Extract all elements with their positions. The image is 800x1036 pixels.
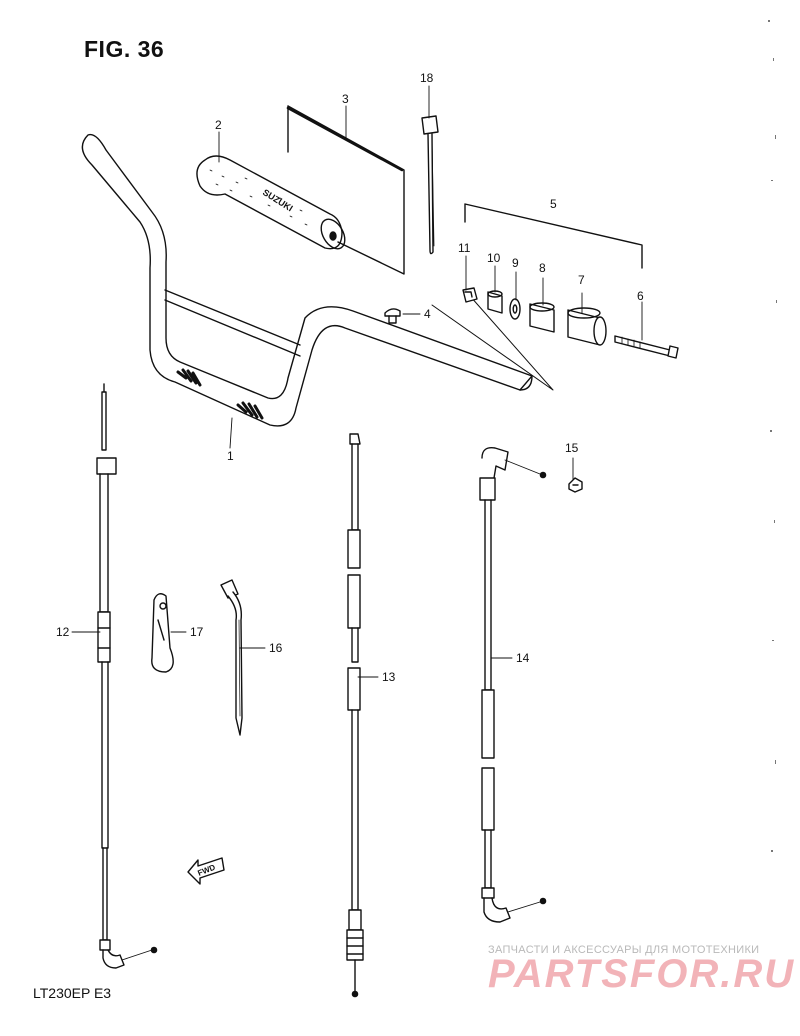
callout-16: 16: [269, 641, 283, 655]
callout-1: 1: [227, 449, 234, 463]
callout-5: 5: [550, 197, 557, 211]
spanner-16: [220, 579, 243, 736]
fwd-arrow: [187, 857, 225, 885]
handlebar-knurl-left: [176, 368, 202, 387]
handlebar-knurl-right: [236, 401, 264, 420]
callout-11: 11: [458, 241, 471, 255]
cushion-8: [529, 302, 555, 333]
callout-10: 10: [487, 251, 501, 265]
balancer-7: [567, 307, 607, 346]
screw-4: [384, 308, 401, 324]
callout-7: 7: [578, 273, 585, 287]
handlebar: [81, 133, 533, 427]
washer-11: [462, 287, 478, 303]
callout-4: 4: [424, 307, 431, 321]
callout-9: 9: [512, 256, 519, 270]
cable-guide-bracket: [151, 593, 174, 673]
callout-15: 15: [565, 441, 579, 455]
watermark-tagline: ЗАПЧАСТИ И АКСЕССУАРЫ ДЛЯ МОТОТЕХНИКИ: [488, 944, 760, 956]
callout-12: 12: [56, 625, 70, 639]
brake-cable: [346, 433, 364, 998]
balancer-set-bracket: [464, 203, 643, 269]
watermark-brand: PARTSFOR.RU: [488, 952, 796, 996]
bolt-6: [614, 335, 679, 359]
model-code: LT230EP E3: [33, 985, 112, 1001]
figure-title: FIG. 36: [84, 36, 165, 62]
tie-wrap: [421, 115, 439, 255]
callout-3: 3: [342, 92, 349, 106]
throttle-cable: [96, 383, 158, 969]
cushion-10: [487, 290, 503, 314]
callout-14: 14: [516, 651, 530, 665]
nut-15: [568, 477, 583, 493]
callout-6: 6: [637, 289, 644, 303]
callout-18: 18: [420, 71, 434, 85]
scan-marks: [768, 20, 777, 852]
washer-9: [509, 298, 521, 320]
callout-8: 8: [539, 261, 546, 275]
callout-2: 2: [215, 118, 222, 132]
throttle-cable-14: [479, 447, 547, 923]
handlebar-pad: [196, 155, 346, 250]
callout-17: 17: [190, 625, 204, 639]
callout-13: 13: [382, 670, 396, 684]
